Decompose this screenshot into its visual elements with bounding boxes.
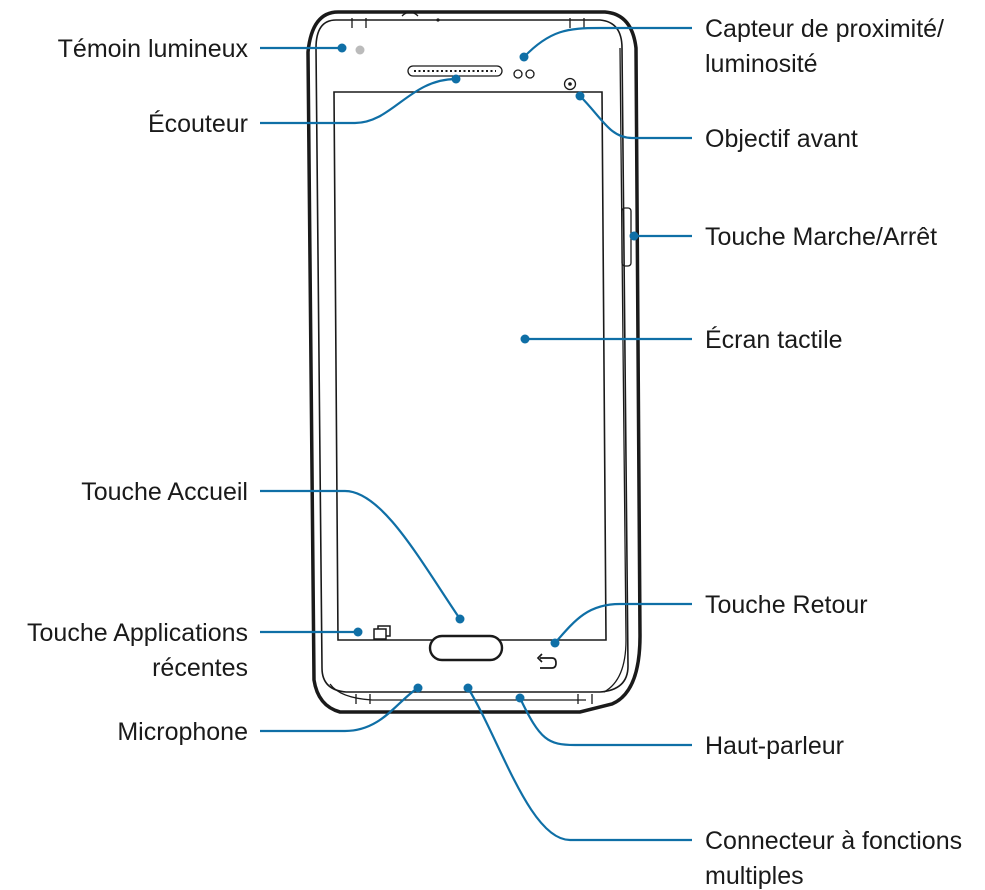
anchor-front-camera <box>575 91 585 101</box>
leader-lines <box>260 26 692 842</box>
leader-home-key <box>260 489 461 620</box>
proximity-sensor-right-icon <box>525 69 535 79</box>
anchor-earpiece <box>451 74 461 84</box>
anchor-back-key <box>550 638 560 648</box>
anchor-home-key <box>455 614 465 624</box>
label-speaker: Haut-parleur <box>705 732 844 760</box>
anchor-power-key <box>629 231 639 241</box>
label-power-key: Touche Marche/Arrêt <box>705 223 937 251</box>
anchor-speaker <box>515 693 525 703</box>
label-multipurpose-jack-line1: Connecteur à fonctions <box>705 827 962 855</box>
label-home-key: Touche Accueil <box>81 478 248 506</box>
bottom-notch-right <box>577 694 593 704</box>
indicator-light-icon <box>355 45 365 55</box>
label-earpiece: Écouteur <box>148 109 248 138</box>
label-recent-apps-line2: récentes <box>152 654 248 682</box>
label-proximity-line1: Capteur de proximité/ <box>705 15 944 43</box>
phone-illustration <box>306 10 642 714</box>
recent-apps-icon <box>373 625 391 640</box>
anchor-touchscreen <box>520 334 530 344</box>
front-camera-icon <box>563 77 577 91</box>
anchor-proximity <box>519 52 529 62</box>
touchscreen-panel <box>333 91 607 641</box>
label-touchscreen: Écran tactile <box>705 325 843 354</box>
top-notch-left <box>351 18 367 28</box>
top-notch-right <box>569 18 585 28</box>
anchor-multipurpose-jack <box>463 683 473 693</box>
label-microphone: Microphone <box>117 718 248 746</box>
label-multipurpose-jack-line2: multiples <box>705 862 804 890</box>
leader-microphone <box>260 687 419 733</box>
anchor-microphone <box>413 683 423 693</box>
label-proximity-line2: luminosité <box>705 50 818 78</box>
headphone-jack <box>401 11 419 17</box>
leader-earpiece <box>260 77 457 125</box>
callout-labels: Témoin lumineux Écouteur Capteur de prox… <box>27 15 962 890</box>
label-back-key: Touche Retour <box>705 591 868 619</box>
leader-speaker <box>519 697 692 747</box>
phone-right-edge <box>603 47 627 693</box>
back-arrow-icon <box>536 653 557 669</box>
leader-back-key <box>554 602 692 644</box>
bottom-notch-left <box>355 694 371 704</box>
label-indicator-light: Témoin lumineux <box>58 35 249 63</box>
phone-front-face <box>315 19 629 693</box>
anchor-indicator-light <box>337 43 347 53</box>
leader-multipurpose-jack <box>467 687 692 842</box>
home-button-icon <box>428 634 504 662</box>
leader-front-camera <box>579 95 692 140</box>
front-camera-lens <box>568 82 572 86</box>
phone-bottom-edge <box>329 683 586 701</box>
top-hole <box>436 18 440 22</box>
label-recent-apps-line1: Touche Applications <box>27 619 248 647</box>
proximity-sensor-left-icon <box>513 69 523 79</box>
anchor-recent-apps <box>353 627 363 637</box>
label-front-camera: Objectif avant <box>705 125 858 153</box>
leader-proximity <box>523 26 692 58</box>
